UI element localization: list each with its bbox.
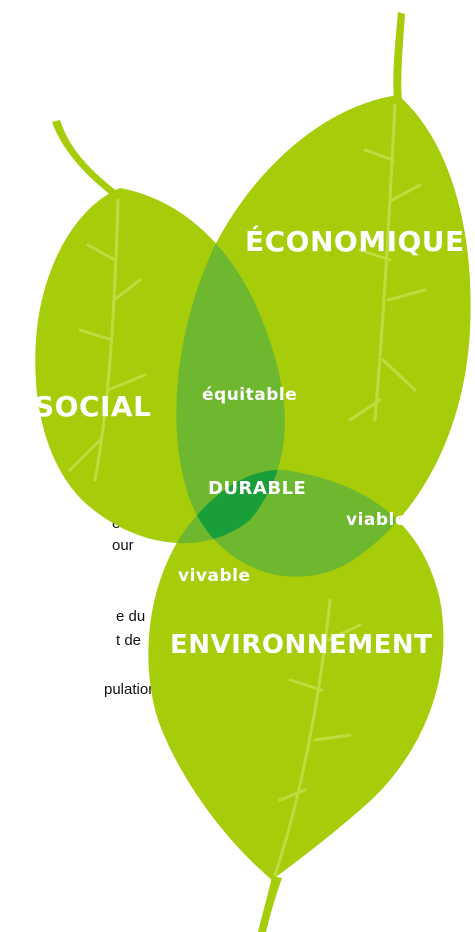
label-vivable: vivable bbox=[178, 566, 251, 586]
background-text-fragment: e du bbox=[116, 608, 146, 625]
background-text-fragment: pulation, bbox=[104, 681, 161, 698]
economique-leaf-stem bbox=[393, 12, 405, 100]
label-social: SOCIAL bbox=[34, 390, 152, 423]
social-leaf-stem bbox=[52, 120, 118, 196]
label-economique: ÉCONOMIQUE bbox=[245, 225, 465, 258]
background-text-fragment: t de bbox=[116, 632, 142, 649]
leaf-veins bbox=[68, 103, 427, 877]
environnement-leaf-stem bbox=[258, 876, 282, 932]
label-viable: viable bbox=[346, 510, 407, 530]
label-environnement: ENVIRONNEMENT bbox=[170, 630, 433, 660]
label-durable: DURABLE bbox=[208, 478, 307, 499]
background-text-fragment: our bbox=[112, 537, 134, 554]
label-equitable: équitable bbox=[202, 385, 298, 405]
